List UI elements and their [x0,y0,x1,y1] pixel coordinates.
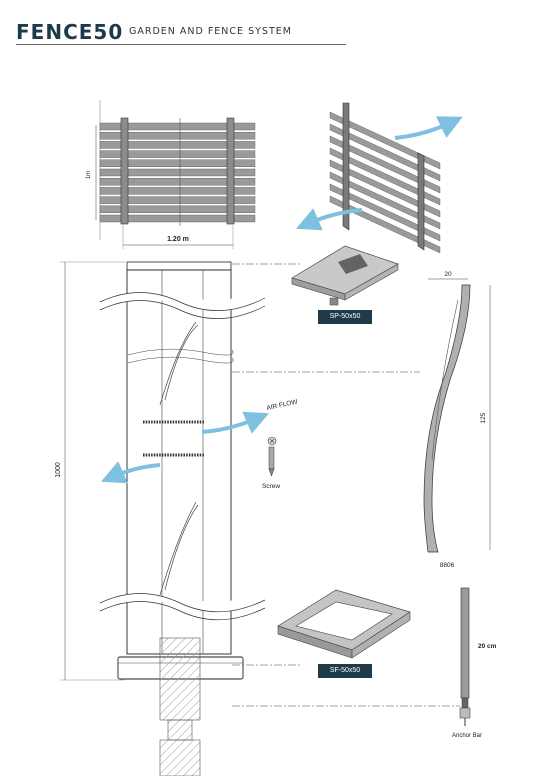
airflow-label: AIR FLOW [266,398,299,412]
fence-panel-front-view: 1m 1.20 m [86,100,256,249]
cap-sp-50x50 [291,245,399,306]
panel-slat-perspective [329,111,441,170]
airflow-arrow-in [100,461,161,484]
profile-code-label: 8806 [440,562,455,569]
panel-slat-perspective [329,123,441,182]
profile-width-label: 20 [444,271,452,278]
post-height-label: 1000 [55,462,62,478]
airflow-arrow-out [201,411,270,434]
anchor-length-label: 20 cm [478,643,497,650]
panel-slat [99,131,256,140]
base-sf-50x50 [277,589,411,659]
fence-panel-perspective [295,102,463,254]
panel-width-label: 1.20 m [167,236,189,243]
profile-8806: 20 125 8806 [423,271,491,569]
panel-slat [99,159,256,168]
base-code-tag: SF-50x50 [318,664,372,678]
header-divider [16,44,346,45]
anchor-bar: 20 cm Anchor Bar [452,587,497,739]
airflow-arrow-upper [394,116,463,140]
panel-slat [99,168,256,177]
panel-height-label: 1m [86,171,92,179]
airflow-arrow-lower [295,208,363,231]
panel-slat [99,150,256,158]
panel-slat-perspective [329,159,441,218]
anchor-name-label: Anchor Bar [452,733,482,739]
cap-code-tag: SP-50x50 [318,310,372,324]
tagline: GARDEN AND FENCE SYSTEM [129,26,292,37]
profile-height-label: 125 [480,412,487,423]
panel-slat-perspective [329,135,441,194]
panel-slat [99,141,256,149]
screw-label: Screw [262,483,280,490]
screw-detail: Screw [262,436,280,490]
header: FENCE50 GARDEN AND FENCE SYSTEM [16,16,346,46]
panel-slat-perspective [329,171,441,230]
post-detail: 1000 AIR FLOW [55,261,460,776]
panel-slat-perspective [329,147,441,206]
panel-slat [99,187,256,195]
panel-slat [99,177,256,186]
panel-post-left [120,117,129,225]
panel-slat [99,196,256,204]
panel-slat [99,214,256,223]
panel-slat [99,205,256,214]
panel-post-right [226,117,235,225]
panel-slat [99,122,256,131]
panel-slat-perspective [329,183,441,242]
brand-logo: FENCE50 [16,20,124,44]
